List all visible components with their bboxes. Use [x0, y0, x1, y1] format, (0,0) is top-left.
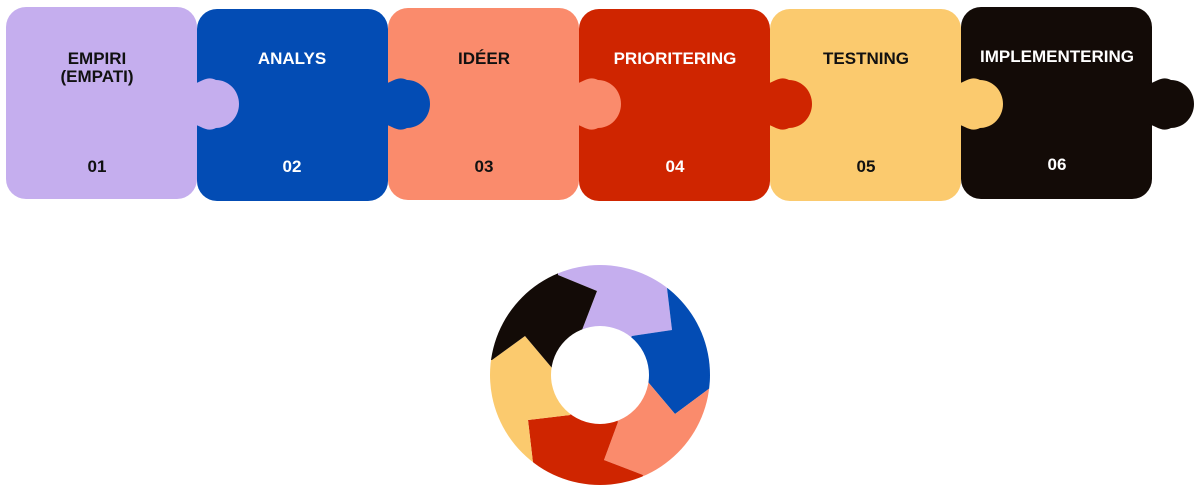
- step-number: 03: [475, 157, 494, 176]
- step-2: ANALYS 02: [258, 49, 326, 176]
- step-title: IDÉER: [458, 49, 510, 68]
- puzzle-knob-6: [1149, 78, 1194, 130]
- donut-segment-4: [528, 375, 643, 500]
- puzzle-steps: [6, 7, 1194, 201]
- puzzle-knob-4: [767, 78, 812, 130]
- step-number: 02: [283, 157, 302, 176]
- step-number: 04: [666, 157, 685, 176]
- donut-segment-2: [600, 280, 740, 414]
- step-title: TESTNING: [823, 49, 909, 68]
- step-1: EMPIRI (EMPATI) 01: [60, 49, 133, 176]
- step-title-line2: (EMPATI): [60, 67, 133, 86]
- puzzle-knob-3: [576, 78, 621, 130]
- step-title: ANALYS: [258, 49, 326, 68]
- cycle-donut: [470, 230, 740, 500]
- donut-segment-5: [470, 336, 600, 470]
- donut-segment-3: [600, 375, 740, 500]
- puzzle-labels: EMPIRI (EMPATI) 01 ANALYS 02 IDÉER 03 PR…: [60, 47, 1133, 176]
- puzzle-piece-6: [961, 7, 1152, 199]
- step-5: TESTNING 05: [823, 49, 909, 176]
- puzzle-piece-5: [770, 9, 961, 201]
- puzzle-piece-1: [6, 7, 197, 199]
- step-title: PRIORITERING: [614, 49, 737, 68]
- puzzle-piece-3: [388, 8, 579, 200]
- step-4: PRIORITERING 04: [614, 49, 737, 176]
- step-6: IMPLEMENTERING 06: [980, 47, 1134, 174]
- donut-segment-6: [470, 250, 600, 375]
- step-number: 06: [1048, 155, 1067, 174]
- puzzle-piece-2: [197, 9, 388, 201]
- puzzle-knob-2: [385, 78, 430, 130]
- step-number: 01: [88, 157, 107, 176]
- puzzle-piece-4: [579, 9, 770, 201]
- donut-segment-1: [558, 230, 690, 375]
- step-number: 05: [857, 157, 876, 176]
- step-title: EMPIRI: [68, 49, 127, 68]
- step-3: IDÉER 03: [458, 49, 510, 176]
- step-title: IMPLEMENTERING: [980, 47, 1134, 66]
- puzzle-knob-5: [958, 78, 1003, 130]
- puzzle-knob-1: [194, 78, 239, 130]
